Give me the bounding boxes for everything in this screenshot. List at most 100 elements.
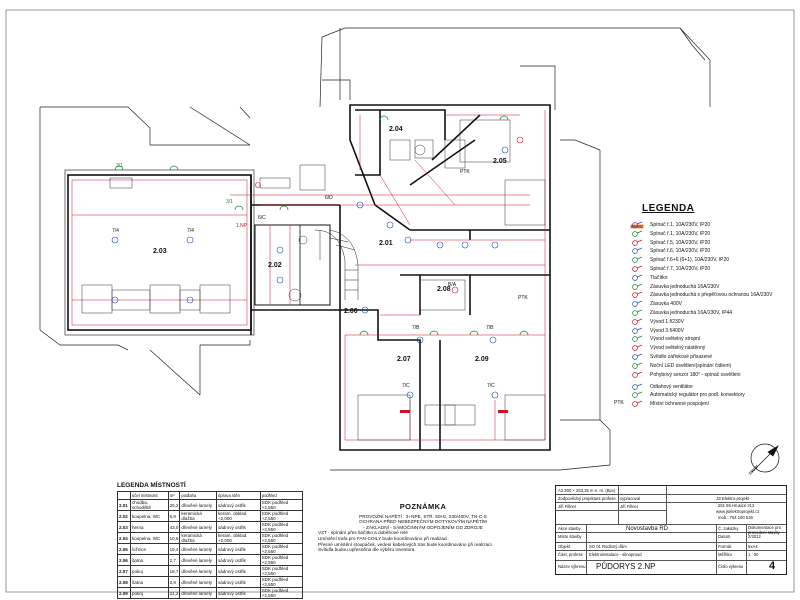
note-line: Svítidla budou upřesněna dle výběru inve… <box>318 547 416 553</box>
tb-sheet-number: 4 <box>769 560 776 572</box>
room-table-cell: sádrový ostřik <box>216 521 261 534</box>
legend-item: Spínač ř.1, 10A/230V, IP20 <box>614 221 794 230</box>
recessed-switch-icon <box>630 353 644 361</box>
legend-item: Spínač ř.6, 10A/230V, IP20 <box>614 247 794 256</box>
room-table-cell: 6,8 <box>167 510 181 523</box>
button-icon <box>630 274 644 282</box>
legend-item: Zásuvka jednoduchá 16A/230V, IP44 <box>614 309 794 318</box>
legend-item-label: Zásuvka 400V <box>650 301 682 308</box>
tb-label: Název výkresu <box>558 564 586 569</box>
socket-400-icon <box>630 300 644 308</box>
room-label-2-02: 2.02 <box>268 262 282 269</box>
tb-label: Č. zakázky <box>718 526 739 531</box>
legend-item-label: Tlačítko <box>650 274 668 281</box>
room-table-cell: pokoj <box>130 587 169 600</box>
room-table-cell: dřevěné lamely <box>179 499 218 512</box>
room-table-cell: keramická dlažba <box>179 510 218 523</box>
room-label-2-07: 2.07 <box>397 356 411 363</box>
legend-item-label: Vývod světelný nástěnný <box>650 345 706 352</box>
tb-label: Objekt <box>558 544 571 549</box>
room-table-cell: sádrový ostřik <box>216 543 261 556</box>
legend-item: Zásuvka jednoduchá 16A/230V <box>614 283 794 292</box>
room-table-header: m² <box>167 490 181 501</box>
room-table-cell: SDK podhled +2,550 <box>259 510 304 523</box>
roof-outline <box>39 27 711 471</box>
legend-item: Vývod světelný nástěnný <box>614 344 794 353</box>
tb-label: Místo stavby <box>558 534 582 539</box>
socket-ip44-icon <box>630 309 644 317</box>
legend-item: Místní ochranné pospojení <box>614 400 794 409</box>
tb-company: www.jselektroprojekt.cz <box>716 509 760 514</box>
room-table-cell: dřevěné lamely <box>179 554 218 567</box>
room-table-cell: SDK podhled +2,550 <box>259 576 304 589</box>
legend-item-label: Vývod světelný stropní <box>650 336 701 343</box>
tb-value: SO 01 Rodinný dům <box>589 544 627 549</box>
room-table-cell: 2.08 <box>117 576 131 589</box>
room-table-cell: dřevěné lamely <box>179 543 218 556</box>
staircase <box>314 229 359 300</box>
tb-value: 6xA4 <box>748 544 758 549</box>
room-table-cell: sádrový ostřik <box>216 499 261 512</box>
room-table-cell: 2.04 <box>117 532 131 545</box>
tb-label: Formát <box>718 544 732 549</box>
room-label-2-08: 2.08 <box>437 286 451 293</box>
room-table-cell: keram. obklad +2,000 <box>216 510 261 523</box>
note-block: POZNÁMKA PROVOZNÍ NAPĚTÍ : 3+NPE, STŘ. 5… <box>318 503 528 553</box>
room-label-2-09: 2.09 <box>475 356 489 363</box>
room-table-cell: 2.01 <box>117 499 131 512</box>
room-table-header <box>117 490 131 501</box>
outlet-1-icon <box>630 318 644 326</box>
room-table-cell: dřevěné lamely <box>179 565 218 578</box>
room-table-cell: keram. obklad +2,000 <box>216 532 261 545</box>
tb-value: 1 : 50 <box>748 552 759 557</box>
tb-drawing-name: PŮDORYS 2.NP <box>596 562 656 571</box>
legend-item: Spínač ř.7, 10A/230V, IP20 <box>614 265 794 274</box>
room-label-2-03: 2.03 <box>153 248 167 255</box>
room-table-cell: 19,4 <box>167 543 181 556</box>
legend-item-label: Noční LED osvětlení(spínání čidlem) <box>650 362 732 369</box>
legend-item-label: Pohybový senzor 180° - spínač osvětlení <box>650 371 741 378</box>
plan-annotation: 7/4 <box>187 228 194 234</box>
legend-item: Zásuvka 400V <box>614 300 794 309</box>
room-table-cell: chodba, schodiště <box>130 499 169 512</box>
tb-label: Zodpovědný projektant profese <box>558 496 616 501</box>
tb-label: Datum <box>718 534 731 539</box>
plan-annotation: 7/C <box>402 383 410 389</box>
legend-item: Pohybový senzor 180° - spínač osvětlení <box>614 371 794 383</box>
room-table-cell: sádrový ostřik <box>216 565 261 578</box>
tb-value: Dokumentace pro provedení stavby <box>748 525 782 535</box>
room-table-cell: šatna <box>130 554 169 567</box>
room-table-cell: koupelna, WC <box>130 510 169 523</box>
room-table-cell: 10,6 <box>167 532 181 545</box>
electrical-symbols <box>111 115 529 413</box>
legend-item: Svítidlo zářivkové přisazené <box>614 353 794 362</box>
legend-item-label: Odtahový ventilátor <box>650 383 694 390</box>
legend-item: Vývod 3.f/400V <box>614 327 794 336</box>
tb-label: Číslo výkresu <box>718 564 744 569</box>
switch-5-icon <box>630 239 644 247</box>
furniture <box>81 119 546 441</box>
room-table-cell: dřevěné lamely <box>179 521 218 534</box>
legend-item: Zásuvka jednoduchá s přepěťovou ochranou… <box>614 291 794 300</box>
switch-1-icon <box>630 230 644 238</box>
motion-sensor-icon <box>630 371 644 379</box>
room-table-header: podlaha <box>179 490 218 501</box>
legend-item: Odtahový ventilátor <box>614 383 794 392</box>
room-label-2-01: 2.01 <box>379 240 393 247</box>
legend-item: Vývod 1.f/230V <box>614 318 794 327</box>
room-table-header: podhled <box>259 490 304 501</box>
room-table-cell: sádrový ostřik <box>216 554 261 567</box>
room-table-cell: SDK podhled +2,550 <box>259 543 304 556</box>
legend-item: Spínač ř.1, 10A/230V, IP20 <box>614 230 794 239</box>
plan-annotation: 6/C <box>258 215 266 221</box>
plan-annotation: 6/D <box>325 195 333 201</box>
note-line: VZT - spínání přes tlačítko a doběhové r… <box>318 530 408 536</box>
room-legend-title: LEGENDA MÍSTNOSTÍ <box>117 482 186 489</box>
room-table-header: úprava stěn <box>216 490 261 501</box>
room-table-cell: 2.07 <box>117 565 131 578</box>
